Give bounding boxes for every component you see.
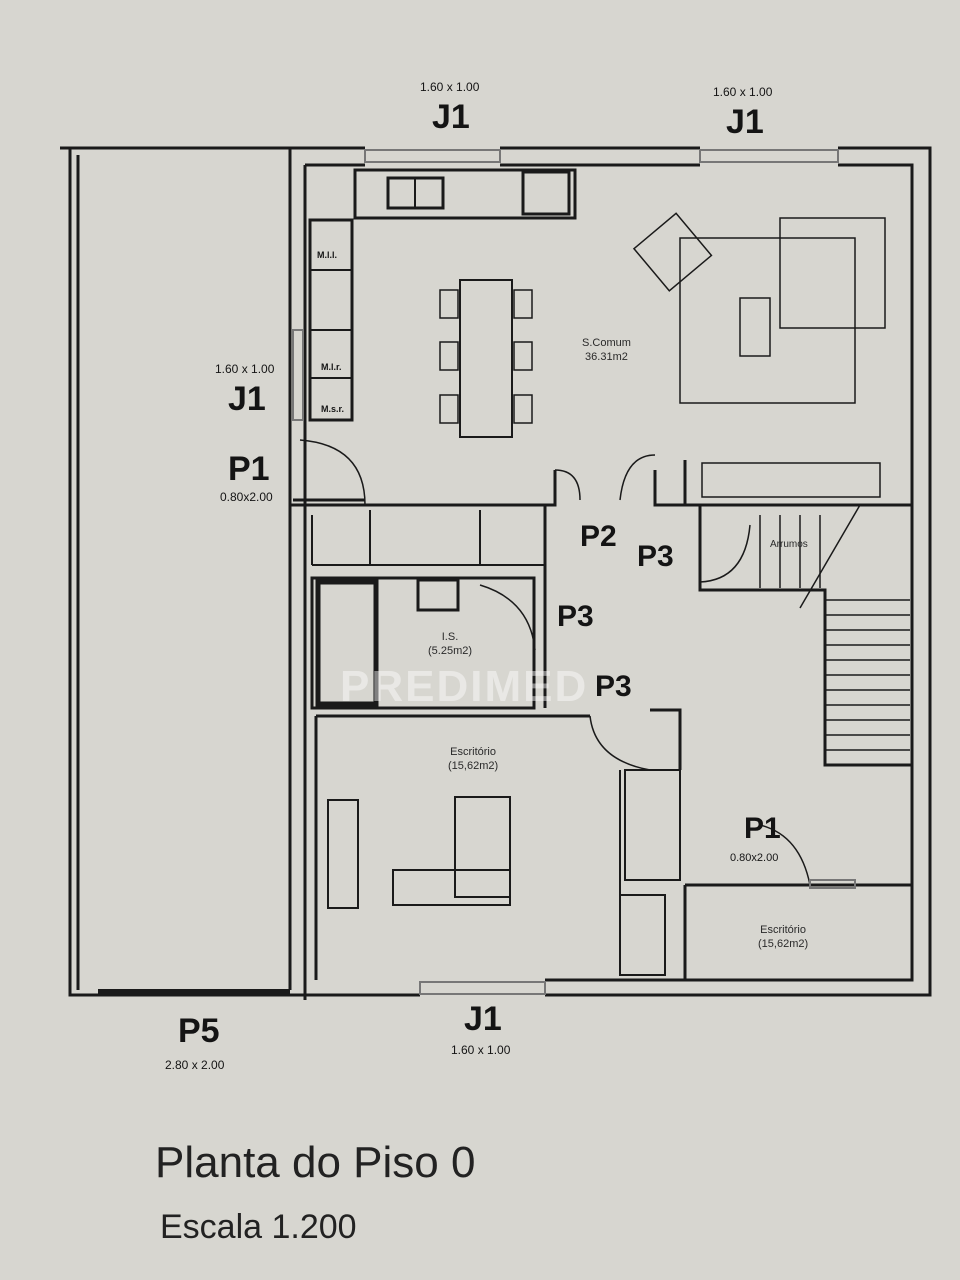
door-swing — [554, 469, 581, 501]
coffee-table — [739, 297, 771, 357]
door-swing — [479, 584, 536, 651]
room-wc: I.S. (5.25m2) — [428, 630, 472, 658]
hob — [521, 170, 571, 216]
opening-code: P3 — [595, 670, 632, 703]
opening-code: P1 — [228, 450, 270, 488]
washbasin — [416, 578, 460, 612]
room-name: Escritório — [760, 924, 806, 936]
kitchen-counter — [353, 168, 577, 220]
wardrobe — [624, 769, 681, 881]
room-office-2: Escritório (15,62m2) — [758, 923, 808, 951]
appliance-tag: M.l.r. — [321, 362, 342, 372]
inner-wall — [545, 163, 914, 982]
wall — [683, 460, 912, 507]
wall — [290, 470, 557, 507]
rug — [679, 237, 856, 404]
opening-size: 0.80x2.00 — [220, 490, 273, 504]
opening-size: 1.60 x 1.00 — [451, 1043, 511, 1057]
door-swing — [589, 715, 651, 771]
opening-size: 1.60 x 1.00 — [713, 85, 773, 99]
opening-code: J1 — [228, 380, 266, 418]
opening-code: J1 — [726, 103, 764, 141]
opening-code: P3 — [637, 540, 674, 573]
room-storage: Arrumos — [770, 539, 808, 550]
room-common: S.Comum 36.31m2 — [582, 336, 631, 364]
opening-size: 0.80x2.00 — [730, 852, 779, 864]
tv-unit — [701, 462, 881, 498]
wall — [650, 708, 682, 770]
sofa — [779, 217, 886, 329]
opening-code: P3 — [557, 600, 594, 633]
dining-table — [459, 279, 513, 438]
room-name: Escritório — [450, 746, 496, 758]
desk — [454, 796, 511, 898]
door-swing — [299, 439, 366, 506]
outer-wall — [545, 146, 932, 997]
window — [809, 879, 856, 889]
door-swing — [699, 524, 751, 583]
room-office: Escritório (15,62m2) — [448, 745, 498, 773]
wall — [653, 470, 700, 507]
stairs-wall — [698, 505, 912, 767]
window — [364, 149, 501, 163]
room-area: (15,62m2) — [758, 938, 809, 950]
plan-title: Planta do Piso 0 — [155, 1138, 476, 1187]
watermark: PREDIMED — [340, 662, 589, 711]
opening-size: 1.60 x 1.00 — [420, 80, 480, 94]
appliance-tag: M.s.r. — [321, 404, 345, 414]
kitchen-tall-unit — [308, 218, 354, 422]
window — [419, 981, 546, 995]
opening-code: P5 — [178, 1012, 220, 1050]
opening-code: P2 — [580, 520, 617, 553]
armchair — [632, 212, 713, 292]
room-name: S.Comum — [582, 337, 631, 349]
plan-scale: Escala 1.200 — [160, 1208, 357, 1246]
door-swing — [759, 824, 811, 886]
opening-size: 1.60 x 1.00 — [215, 362, 275, 376]
opening-code: P1 — [744, 812, 781, 845]
appliance-tag: M.l.l. — [317, 250, 337, 260]
outer-wall — [68, 148, 420, 997]
opening-code: J1 — [464, 1000, 502, 1038]
room-area: 36.31m2 — [585, 351, 628, 363]
bookcase — [327, 799, 359, 909]
door-swing — [619, 454, 656, 501]
window — [292, 329, 304, 421]
room-name: I.S. — [441, 631, 459, 643]
shower — [315, 579, 379, 707]
opening-code: J1 — [432, 98, 470, 136]
room-area: (5.25m2) — [428, 645, 473, 657]
window — [699, 149, 839, 163]
room-area: (15,62m2) — [448, 760, 499, 772]
opening-size: 2.80 x 2.00 — [165, 1058, 225, 1072]
